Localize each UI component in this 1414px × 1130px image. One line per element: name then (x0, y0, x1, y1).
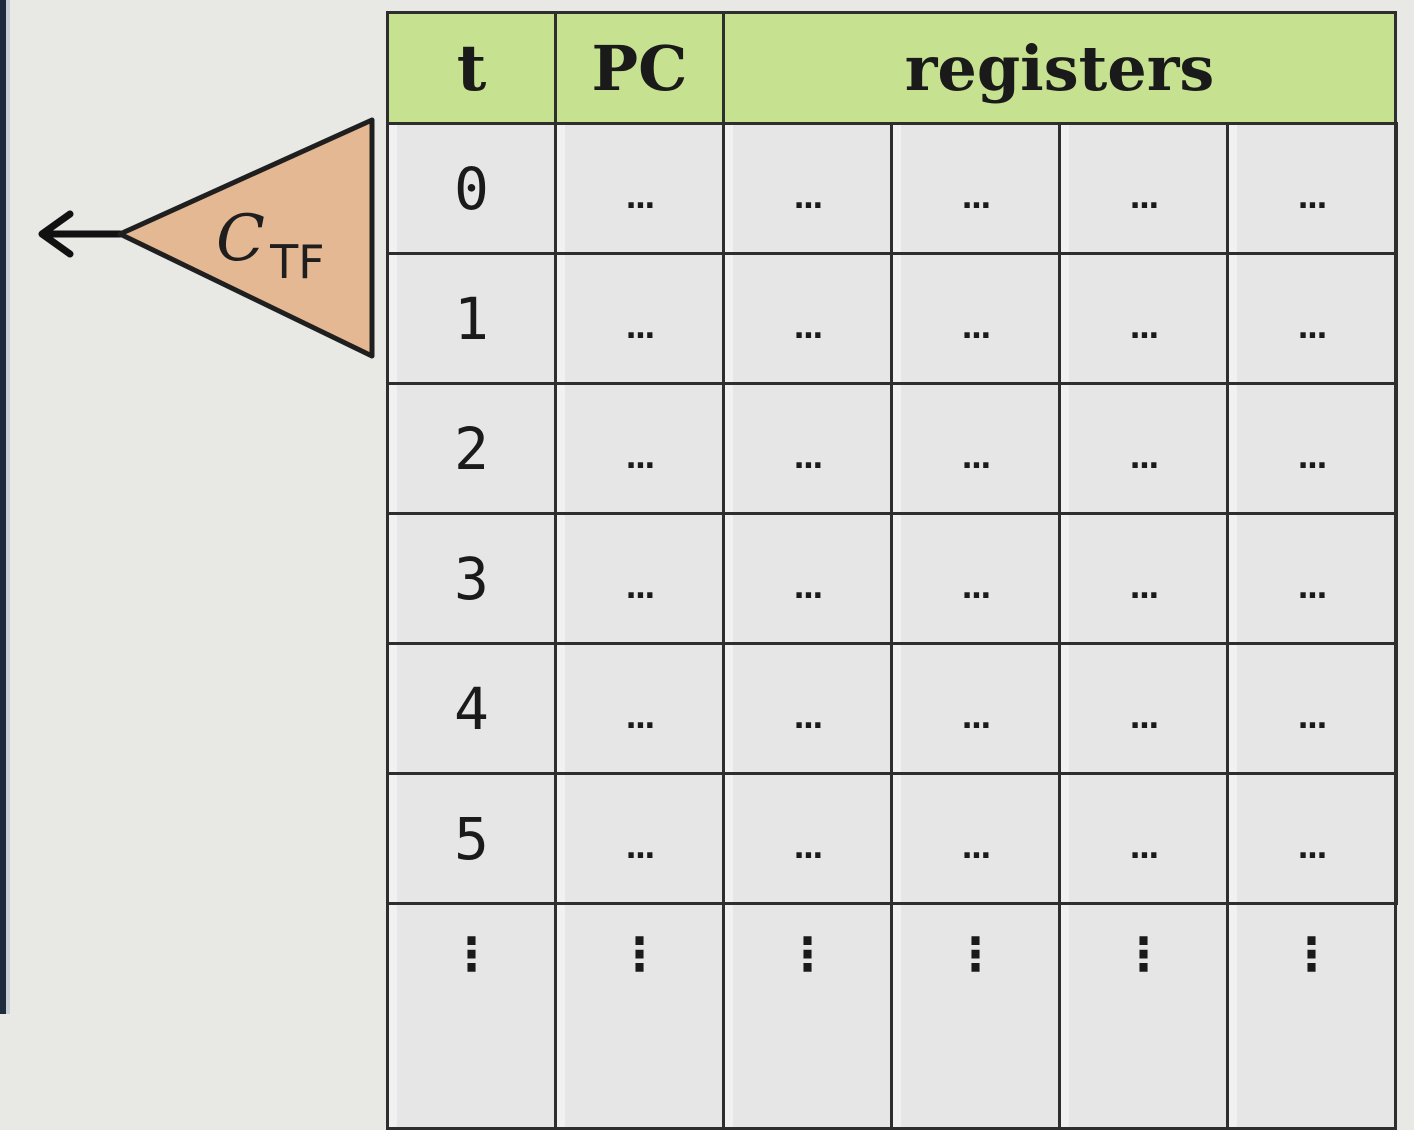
register-cell: ... (722, 122, 893, 255)
register-cell: ... (722, 512, 893, 645)
continuation-row: ⋮⋮⋮⋮⋮⋮ (386, 902, 1398, 1130)
step-cell: 4 (386, 642, 557, 775)
continuation-cell: ⋮ (890, 902, 1061, 1130)
register-cell: ... (1225, 382, 1398, 515)
execution-trace-table: t PC registers 0..................1.....… (386, 11, 1398, 1130)
step-cell: 1 (386, 252, 557, 385)
step-cell: 0 (386, 122, 557, 255)
ctf-triangle (117, 117, 375, 359)
register-cell: ... (890, 252, 1061, 385)
ctf-circuit: C TF (38, 117, 375, 359)
register-cell: ... (1225, 252, 1398, 385)
register-cell: ... (1225, 512, 1398, 645)
ctf-label: C TF (216, 202, 325, 289)
pc-cell: ... (554, 252, 725, 385)
register-cell: ... (1394, 252, 1398, 385)
step-cell: 5 (386, 772, 557, 905)
continuation-cell: ⋮ (386, 902, 557, 1130)
continuation-cell: ⋮ (1058, 902, 1229, 1130)
left-arrow-icon (38, 210, 74, 258)
register-cell: ... (1394, 772, 1398, 905)
register-cell: ... (1058, 122, 1229, 255)
register-cell: ... (1394, 122, 1398, 255)
register-cell: ... (722, 642, 893, 775)
register-cell: ... (890, 382, 1061, 515)
trace-row: 4.................. (386, 642, 1398, 775)
register-cell: ... (1058, 382, 1229, 515)
register-cell: ... (890, 512, 1061, 645)
pc-cell: ... (554, 382, 725, 515)
trace-body: 0..................1..................2.… (386, 122, 1398, 1130)
register-cell: ... (1058, 252, 1229, 385)
continuation-cell: ⋮ (722, 902, 893, 1130)
trace-row: 3.................. (386, 512, 1398, 645)
register-cell: ... (1058, 642, 1229, 775)
pc-cell: ... (554, 122, 725, 255)
slide-left-edge (0, 0, 10, 1014)
header-row: t PC registers (386, 11, 1398, 125)
register-cell: ... (890, 122, 1061, 255)
ctf-subscript: TF (269, 235, 325, 289)
pc-cell: ... (554, 642, 725, 775)
step-cell: 2 (386, 382, 557, 515)
register-cell: ... (1394, 382, 1398, 515)
trace-row: 2.................. (386, 382, 1398, 515)
register-cell: ... (722, 252, 893, 385)
register-cell: ... (1394, 642, 1398, 775)
pc-cell: ... (554, 512, 725, 645)
trace-row: 1.................. (386, 252, 1398, 385)
continuation-cell: ⋮ (554, 902, 725, 1130)
step-column-header: t (386, 11, 557, 125)
register-cell: ... (1225, 122, 1398, 255)
register-cell: ... (1058, 772, 1229, 905)
continuation-cell: ⋮ (1225, 902, 1398, 1130)
register-cell: ... (1058, 512, 1229, 645)
register-cell: ... (890, 772, 1061, 905)
register-cell: ... (722, 382, 893, 515)
register-cell: ... (1225, 642, 1398, 775)
register-cell: ... (890, 642, 1061, 775)
step-cell: 3 (386, 512, 557, 645)
ctf-symbol: C (216, 202, 265, 276)
pc-column-header: PC (554, 11, 725, 125)
register-cell: ... (1225, 772, 1398, 905)
pc-cell: ... (554, 772, 725, 905)
register-cell: ... (1394, 512, 1398, 645)
register-cell: ... (722, 772, 893, 905)
trace-row: 0.................. (386, 122, 1398, 255)
registers-column-header: registers (721, 11, 1398, 125)
trace-row: 5.................. (386, 772, 1398, 905)
